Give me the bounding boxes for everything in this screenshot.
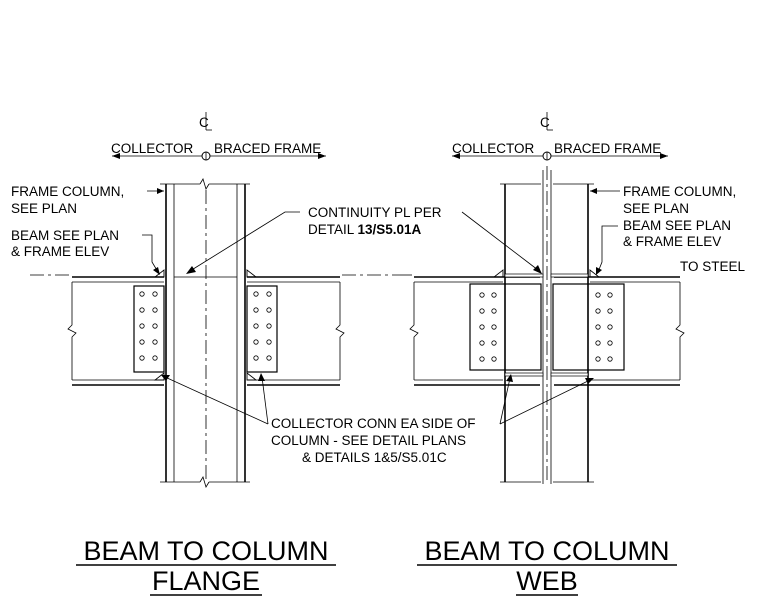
right-title-line-2: WEB xyxy=(516,566,578,596)
left-title-line-1: BEAM TO COLUMN xyxy=(83,536,328,566)
left-beam-see-label-2: & FRAME ELEV xyxy=(11,244,109,259)
left-collector-label: COLLECTOR xyxy=(111,141,194,156)
continuity-detail-ref: 13/S5.01A xyxy=(358,222,422,237)
right-column xyxy=(500,166,594,484)
right-title-line-1: BEAM TO COLUMN xyxy=(424,536,669,566)
left-beams xyxy=(30,274,400,386)
right-collector-label: COLLECTOR xyxy=(452,141,535,156)
right-centerline-symbol: C xyxy=(540,112,553,131)
left-direction-arrow xyxy=(112,151,326,161)
right-detail-beam-to-column-web: C COLLECTOR BRACED FRAME xyxy=(400,112,746,596)
left-frame-column-label-2: SEE PLAN xyxy=(11,201,77,216)
left-beam-see-label-1: BEAM SEE PLAN xyxy=(11,228,119,243)
right-direction-arrow xyxy=(452,151,668,161)
continuity-label-2: DETAIL 13/S5.01A xyxy=(308,222,422,237)
left-shear-tab-left xyxy=(133,285,165,373)
center-callouts: CONTINUITY PL PER DETAIL 13/S5.01A COLLE… xyxy=(161,205,594,465)
right-beam-see-label-2: & FRAME ELEV xyxy=(623,234,721,249)
right-beams xyxy=(400,273,685,386)
collector-conn-label-3: & DETAILS 1&5/S5.01C xyxy=(302,450,447,465)
collector-conn-label-2: COLUMN - SEE DETAIL PLANS xyxy=(271,433,466,448)
right-beam-see-label-1: BEAM SEE PLAN xyxy=(623,218,731,233)
left-detail-beam-to-column-flange: C COLLECTOR BRACED FRAME xyxy=(11,112,400,596)
left-braced-frame-label: BRACED FRAME xyxy=(214,141,321,156)
continuity-label-1: CONTINUITY PL PER xyxy=(308,205,442,220)
right-shear-tab-right xyxy=(552,283,625,371)
left-centerline-symbol: C xyxy=(199,112,212,131)
right-braced-frame-label: BRACED FRAME xyxy=(554,141,661,156)
left-title-line-2: FLANGE xyxy=(152,566,260,596)
right-frame-column-label-1: FRAME COLUMN, xyxy=(623,184,736,199)
right-to-steel-label: TO STEEL xyxy=(680,259,746,274)
right-frame-column-label-2: SEE PLAN xyxy=(623,201,689,216)
collector-conn-label-1: COLLECTOR CONN EA SIDE OF xyxy=(271,416,476,431)
right-shear-tab-left xyxy=(469,283,542,371)
left-cl-mark: C xyxy=(199,115,209,130)
left-column xyxy=(160,178,250,488)
left-frame-column-label-1: FRAME COLUMN, xyxy=(11,184,124,199)
continuity-detail-text: DETAIL xyxy=(308,222,358,237)
right-cl-mark: C xyxy=(540,115,550,130)
left-shear-tab-right xyxy=(246,285,278,373)
